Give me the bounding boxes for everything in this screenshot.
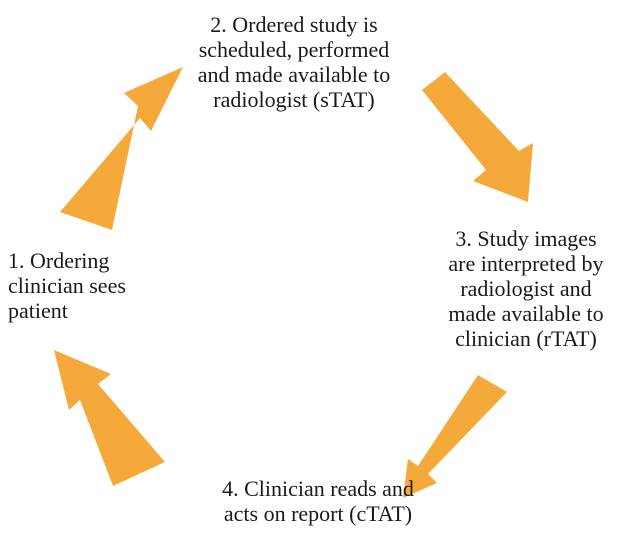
step-2-study-scheduled: 2. Ordered study is scheduled, performed…	[178, 12, 410, 112]
arrow-step1-to-step2	[60, 67, 183, 230]
step-2-line: radiologist (sTAT)	[213, 87, 375, 112]
step-1-ordering-clinician: 1. Ordering clinician sees patient	[8, 248, 168, 323]
step-2-line: scheduled, performed	[198, 37, 390, 62]
arrow-step3-to-step4	[403, 375, 507, 498]
step-1-line: patient	[8, 298, 68, 323]
arrow-step2-to-step3	[422, 72, 533, 202]
step-3-images-interpreted: 3. Study images are interpreted by radio…	[416, 226, 636, 351]
step-4-line: acts on report (cTAT)	[223, 501, 413, 526]
step-3-line: radiologist and	[460, 276, 592, 301]
step-2-line: 2. Ordered study is	[210, 12, 378, 37]
step-3-line: are interpreted by	[448, 251, 604, 276]
step-3-line: made available to	[448, 301, 604, 326]
step-1-line: clinician sees	[8, 273, 126, 298]
step-3-line: 3. Study images	[455, 226, 597, 251]
step-1-line: 1. Ordering	[8, 248, 110, 273]
step-3-line: clinician (rTAT)	[455, 326, 597, 351]
step-2-line: and made available to	[197, 62, 391, 87]
step-4-clinician-reads: 4. Clinician reads and acts on report (c…	[168, 476, 468, 526]
arrow-step4-to-step1	[54, 350, 165, 486]
step-4-line: 4. Clinician reads and	[222, 476, 414, 501]
